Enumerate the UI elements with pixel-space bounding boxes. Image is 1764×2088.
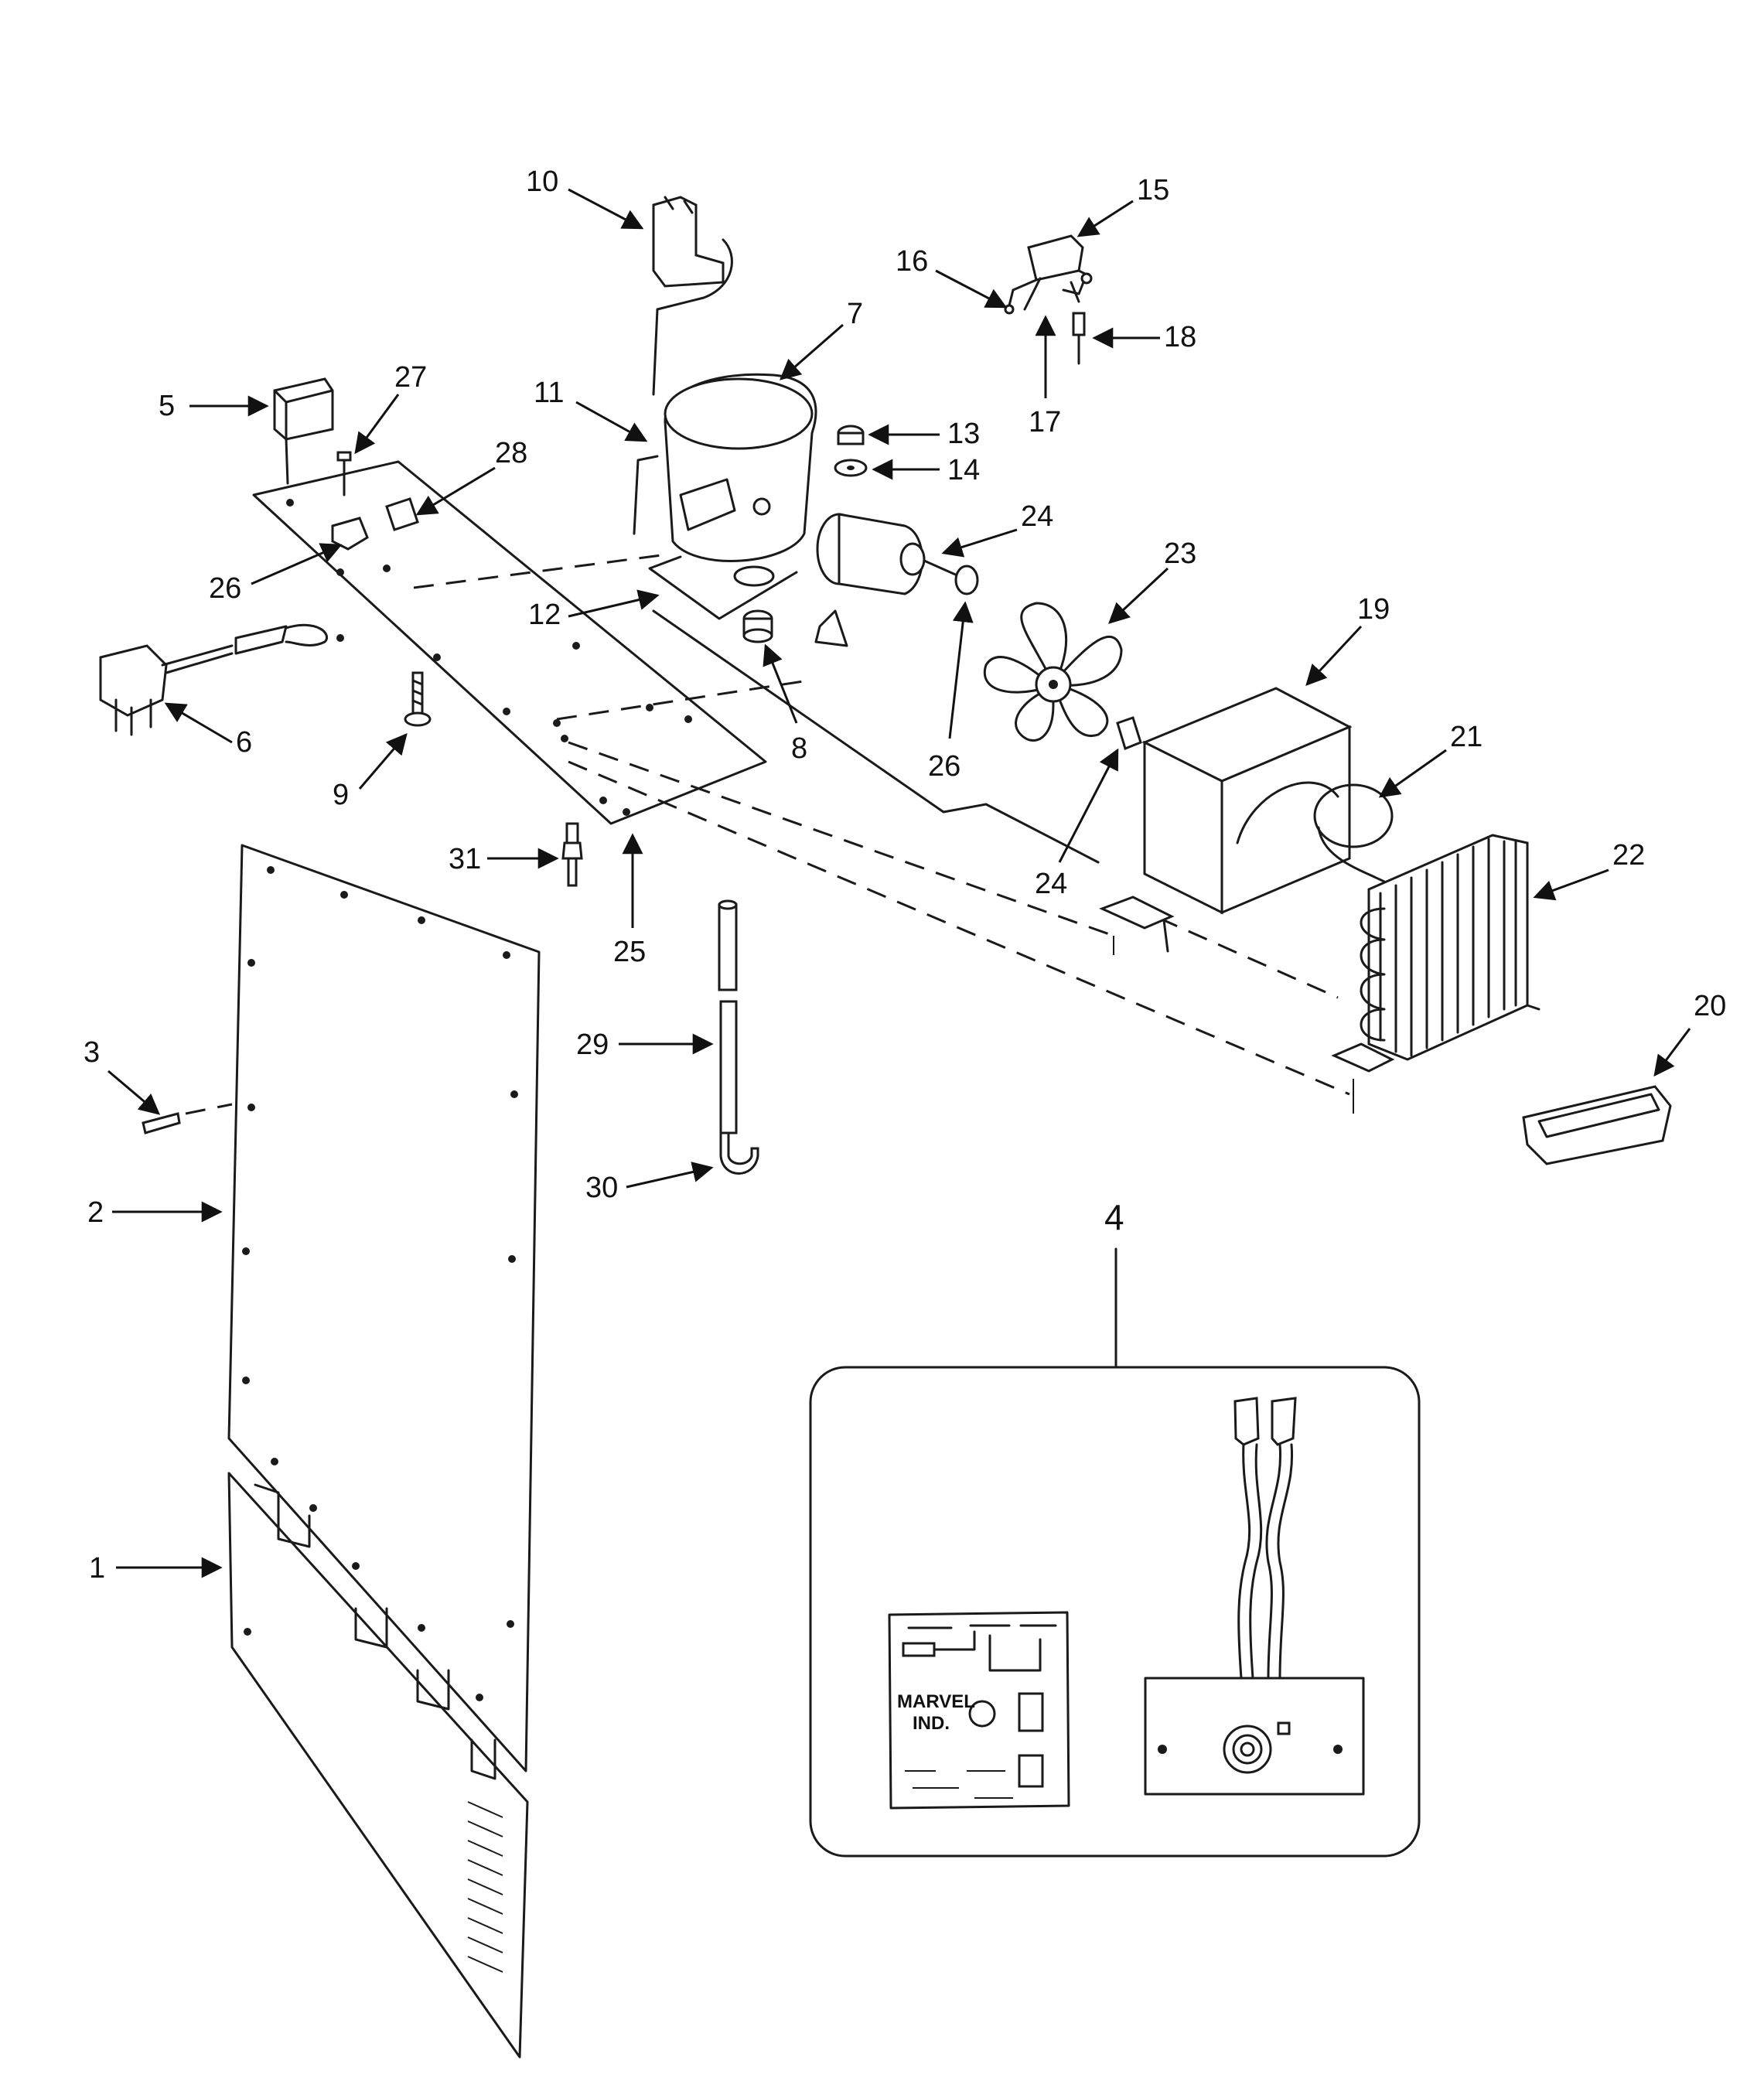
overload-switch: [1004, 234, 1093, 365]
drain-fitting: [561, 822, 583, 887]
callout-6: 6: [236, 726, 252, 759]
callout-29: 29: [576, 1029, 609, 1061]
callout-31: 31: [449, 843, 481, 875]
callout-26-right: 26: [928, 750, 960, 783]
callout-20: 20: [1694, 990, 1726, 1022]
condenser: [1331, 834, 1541, 1073]
capillary-tube: [1313, 783, 1394, 883]
callout-1: 1: [89, 1552, 105, 1585]
fan-shroud: [1099, 687, 1353, 953]
callout-7: 7: [847, 298, 863, 330]
callout-26-left: 26: [209, 572, 241, 605]
callout-12: 12: [528, 599, 561, 631]
inset-control-detail: MARVEL IND.: [809, 1366, 1421, 1858]
drain-tube: [718, 899, 759, 1175]
washer: [834, 459, 868, 477]
base-plate: [252, 460, 767, 825]
panel-screw: [142, 1103, 233, 1134]
compressor: [633, 373, 817, 620]
back-panel: [227, 844, 541, 1772]
label-brand-line1: MARVEL: [897, 1691, 975, 1712]
callout-11: 11: [534, 377, 564, 409]
grommet: [742, 609, 773, 643]
callout-16: 16: [896, 245, 928, 278]
relay: [652, 196, 733, 396]
lower-grille-panel: [227, 1458, 529, 2059]
callout-labels: 10 15 16 7 18 17 5 27 11 13 14 28 24 23 …: [84, 165, 1726, 1585]
callout-4: 4: [1104, 1197, 1124, 1237]
callout-28: 28: [495, 437, 527, 469]
cable-clip: [331, 517, 369, 551]
label-brand-line2: IND.: [913, 1713, 950, 1734]
callout-5: 5: [159, 390, 175, 422]
callout-13: 13: [947, 418, 980, 450]
blade-washer: [954, 565, 979, 595]
wire-harness: [1233, 1397, 1297, 1680]
fan-clip: [1116, 716, 1142, 751]
callout-25: 25: [613, 936, 646, 968]
callout-17: 17: [1029, 406, 1061, 438]
callout-27: 27: [394, 361, 427, 394]
callout-19: 19: [1357, 593, 1390, 626]
callout-21: 21: [1450, 721, 1483, 753]
callout-30: 30: [585, 1172, 618, 1204]
callout-24-top: 24: [1021, 500, 1053, 533]
callout-22: 22: [1612, 839, 1645, 872]
callout-10: 10: [526, 165, 558, 198]
grommet-small: [837, 425, 865, 445]
callout-9: 9: [333, 779, 349, 811]
callout-14: 14: [947, 454, 980, 486]
callout-3: 3: [84, 1036, 100, 1069]
fan-blade: [983, 602, 1123, 742]
leveling-screw: [404, 671, 432, 727]
screw: [336, 451, 352, 496]
callout-18: 18: [1164, 321, 1196, 353]
callout-23: 23: [1164, 537, 1196, 570]
terminal-block: [99, 623, 344, 736]
control-label-card: MARVEL IND.: [888, 1611, 1070, 1810]
fan-motor: [814, 513, 960, 647]
callout-24-bottom: 24: [1035, 868, 1067, 900]
wire-clamp: [385, 497, 419, 531]
drain-pan: [1522, 1085, 1672, 1165]
callout-8: 8: [791, 732, 807, 765]
callout-15: 15: [1137, 174, 1169, 206]
switch-box: [1144, 1677, 1365, 1796]
thermostat: [273, 377, 334, 485]
callout-2: 2: [87, 1196, 104, 1229]
